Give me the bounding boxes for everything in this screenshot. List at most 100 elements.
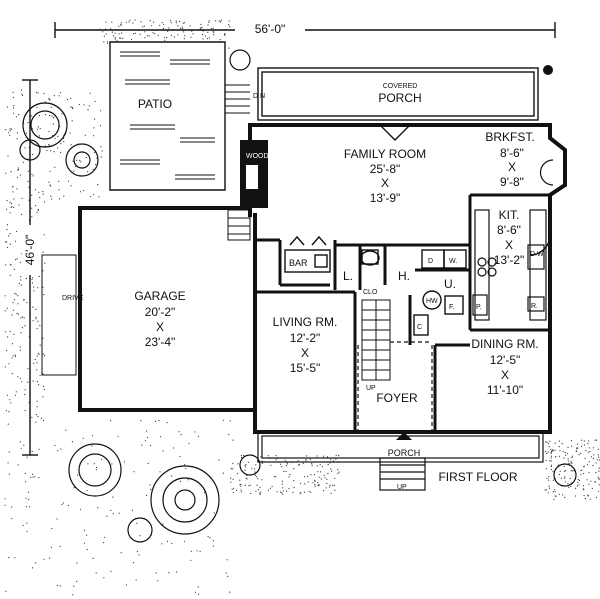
- stipple-dot: [36, 400, 38, 402]
- stipple-dot: [595, 496, 598, 498]
- stipple-dot: [11, 373, 13, 375]
- stipple-dot: [58, 95, 60, 97]
- stipple-dot: [249, 484, 251, 486]
- stipple-dot: [8, 411, 10, 413]
- stipple-dot: [6, 106, 8, 108]
- stipple-dot: [592, 464, 594, 467]
- stipple-dot: [323, 474, 325, 476]
- stipple-dot: [35, 318, 37, 320]
- stipple-dot: [70, 106, 72, 108]
- laundry-label: L.: [343, 269, 353, 283]
- tree-lower-left: [68, 49, 577, 543]
- stipple-dot: [564, 476, 566, 478]
- stipple-dot: [189, 25, 191, 27]
- stipple-dot: [564, 452, 566, 454]
- stipple-dot: [37, 320, 39, 322]
- stipple-dot: [567, 483, 569, 485]
- stipple-dot: [293, 487, 295, 489]
- stipple-dot: [570, 440, 573, 442]
- stipple-dot: [5, 172, 7, 174]
- kitchen-counters: [472, 159, 554, 321]
- stipple-dot: [168, 27, 170, 29]
- stipple-dot: [25, 506, 27, 508]
- stipple-dot: [37, 126, 40, 128]
- stipple-dot: [9, 134, 11, 136]
- stipple-dot: [326, 478, 328, 480]
- stipple-dot: [39, 344, 41, 346]
- stipple-dot: [116, 40, 118, 42]
- stipple-dot: [588, 461, 590, 463]
- stipple-dot: [125, 21, 127, 23]
- stipple-dot: [151, 25, 153, 27]
- doors: [379, 124, 551, 256]
- kitchen-x: X: [505, 238, 513, 252]
- stipple-dot: [275, 476, 277, 478]
- stipple-dot: [12, 186, 14, 188]
- stipple-dot: [213, 33, 215, 36]
- stipple-dot: [120, 37, 122, 39]
- stipple-dot: [102, 31, 104, 33]
- stipple-dot: [49, 115, 51, 117]
- stipple-dot: [587, 451, 589, 453]
- stipple-dot: [48, 98, 50, 101]
- stipple-dot: [60, 448, 62, 450]
- stipple-dot: [564, 496, 566, 499]
- furnace-label: F.: [449, 304, 455, 311]
- stipple-dot: [32, 380, 34, 382]
- stipple-dot: [129, 19, 131, 21]
- stipple-dot: [14, 355, 17, 357]
- family-room-x: X: [381, 176, 389, 190]
- stipple-dot: [159, 471, 161, 473]
- stipple-dot: [14, 354, 16, 356]
- stipple-dot: [150, 488, 152, 490]
- stipple-dot: [19, 174, 21, 176]
- stipple-dot: [184, 464, 186, 466]
- stipple-dot: [163, 36, 165, 38]
- stipple-dot: [15, 391, 17, 393]
- stipple-dot: [318, 476, 320, 478]
- stipple-dot: [135, 579, 137, 581]
- stipple-dot: [208, 20, 210, 22]
- stipple-dot: [587, 494, 589, 496]
- stipple-dot: [588, 447, 590, 449]
- stipple-dot: [144, 37, 146, 39]
- stipple-dot: [197, 435, 199, 437]
- stipple-dot: [338, 455, 340, 457]
- stipple-dot: [212, 30, 214, 32]
- stipple-dot: [172, 447, 175, 449]
- stipple-dot: [547, 451, 549, 453]
- tree-upper-left: [19, 102, 99, 177]
- stipple-dot: [19, 441, 21, 443]
- stipple-dot: [84, 134, 86, 136]
- stipple-dot: [142, 26, 144, 28]
- stipple-dot: [30, 476, 32, 478]
- stipple-dot: [21, 316, 24, 318]
- stipple-dot: [27, 381, 29, 383]
- stipple-dot: [50, 150, 52, 152]
- stipple-dot: [31, 450, 33, 452]
- stipple-dot: [58, 198, 61, 200]
- stipple-dot: [28, 498, 30, 500]
- stipple-dot: [563, 457, 565, 459]
- stipple-dot: [154, 420, 157, 422]
- stipple-dot: [8, 451, 10, 453]
- stipple-dot: [71, 120, 73, 122]
- stipple-dot: [133, 33, 135, 35]
- breakfast-depth: 9'-8": [500, 175, 524, 189]
- breakfast-width: 8'-6": [500, 146, 524, 160]
- stipple-dot: [592, 447, 595, 449]
- stipple-dot: [293, 480, 295, 482]
- stipple-dot: [182, 22, 184, 24]
- stipple-dot: [549, 440, 551, 442]
- stipple-dot: [14, 292, 16, 295]
- patio-label: PATIO: [138, 97, 172, 111]
- stipple-dot: [226, 559, 228, 561]
- stipple-dot: [221, 19, 223, 21]
- stipple-dot: [112, 496, 114, 498]
- stipple-dot: [54, 138, 56, 140]
- stipple-dot: [58, 180, 60, 182]
- dimension-width: 56'-0": [54, 20, 556, 38]
- stipple-dot: [285, 490, 288, 492]
- stipple-dot: [20, 447, 22, 449]
- stipple-dot: [36, 406, 38, 408]
